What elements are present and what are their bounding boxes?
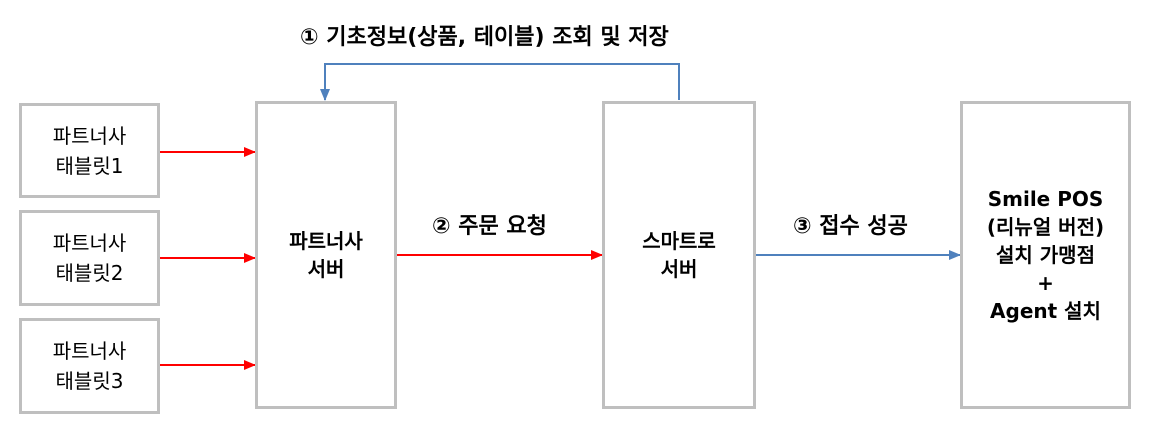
step2-label: ② 주문 요청 (432, 214, 547, 239)
tablet-3-label: 파트너사 태블릿3 (52, 339, 127, 393)
partner-server-box: 파트너사 서버 (255, 101, 397, 409)
tablet-1-label: 파트너사 태블릿1 (52, 123, 127, 178)
step1-label: ① 기초정보(상품, 테이블) 조회 및 저장 (300, 25, 669, 50)
tablet-3-box: 파트너사 태블릿3 (19, 318, 160, 414)
smartro-server-box: 스마트로 서버 (602, 101, 756, 409)
smartro-server-label: 스마트로 서버 (642, 229, 716, 281)
arrow-base-info-loop (320, 63, 680, 101)
smile-pos-box: Smile POS (리뉴얼 버전) 설치 가맹점 + Agent 설치 (960, 101, 1131, 409)
step3-label: ③ 접수 성공 (793, 214, 908, 239)
smile-pos-label: Smile POS (리뉴얼 버전) 설치 가맹점 + Agent 설치 (986, 187, 1105, 323)
tablet-1-box: 파트너사 태블릿1 (19, 103, 160, 198)
tablet-2-box: 파트너사 태블릿2 (19, 210, 160, 306)
tablet-2-label: 파트너사 태블릿2 (52, 231, 127, 285)
partner-server-label: 파트너사 서버 (289, 229, 363, 281)
